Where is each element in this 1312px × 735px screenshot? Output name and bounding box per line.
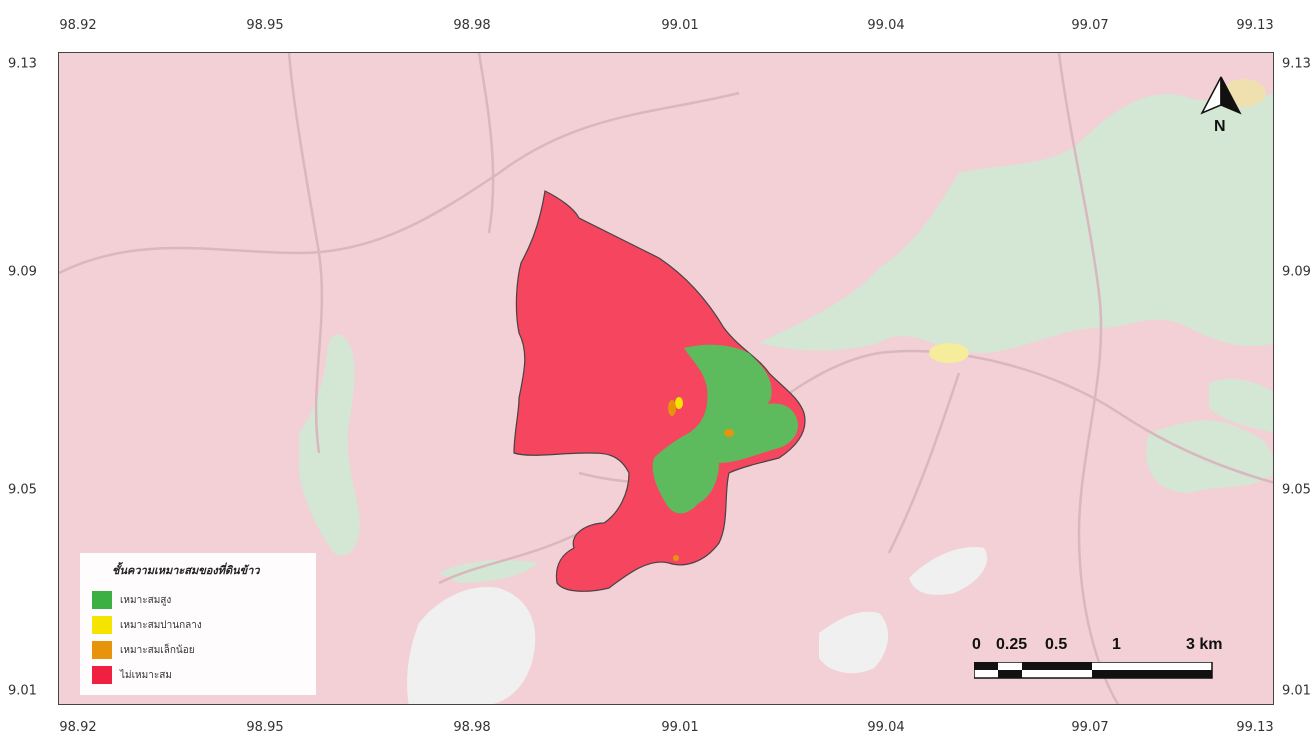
x-tick-bottom: 99.04	[867, 720, 905, 735]
y-tick-left: 9.01	[8, 683, 37, 699]
scale-label: 3 km	[1186, 636, 1223, 653]
x-tick-top: 99.13	[1236, 18, 1274, 33]
x-tick-top: 99.01	[661, 18, 699, 33]
x-tick-bottom: 98.98	[453, 720, 491, 735]
north-arrow-icon: N	[1200, 76, 1242, 135]
scale-bar: 0 0.25 0.5 1 3 km	[970, 636, 1230, 686]
scale-label: 1	[1112, 636, 1121, 653]
white-area-south	[407, 587, 536, 704]
legend-label: เหมาะสมเล็กน้อย	[120, 644, 195, 656]
y-tick-right: 9.09	[1282, 264, 1311, 280]
x-tick-top: 99.07	[1071, 18, 1109, 33]
white-area-southeast	[819, 611, 889, 674]
forest-area-northeast	[759, 93, 1273, 353]
x-tick-bottom: 98.92	[59, 720, 97, 735]
scale-label: 0.25	[996, 636, 1028, 653]
legend-item: เหมาะสมเล็กน้อย	[92, 641, 195, 659]
scale-bar-graphic	[974, 662, 1213, 679]
study-area-high-suitability	[652, 344, 799, 514]
legend-item: เหมาะสมปานกลาง	[92, 616, 202, 634]
legend-label: เหมาะสมปานกลาง	[120, 619, 202, 631]
study-area-marginal	[673, 555, 679, 561]
y-tick-right: 9.05	[1282, 482, 1311, 498]
legend-label: เหมาะสมสูง	[120, 594, 172, 606]
x-tick-top: 99.04	[867, 18, 905, 33]
scale-label: 0.5	[1045, 636, 1068, 653]
north-label: N	[1214, 118, 1226, 133]
forest-area-west	[299, 334, 360, 556]
x-tick-bottom: 99.07	[1071, 720, 1109, 735]
moderate-speck-basemap	[929, 343, 969, 363]
forest-area-east	[1146, 420, 1273, 493]
study-area-unsuitable	[513, 190, 806, 592]
x-tick-bottom: 98.95	[246, 720, 284, 735]
north-arrow: N	[1196, 73, 1246, 135]
y-tick-right: 9.01	[1282, 683, 1311, 699]
legend: ชั้นความเหมาะสมของที่ดินข้าว เหมาะสมสูง …	[80, 553, 316, 695]
y-tick-left: 9.05	[8, 482, 37, 498]
study-area-marginal	[668, 400, 676, 416]
forest-area-southwest	[439, 560, 539, 583]
y-tick-left: 9.13	[8, 56, 37, 72]
forest-area-east-small	[1209, 378, 1273, 433]
study-area-marginal	[724, 429, 734, 437]
legend-swatch-marginal	[92, 641, 112, 659]
legend-title: ชั้นความเหมาะสมของที่ดินข้าว	[112, 564, 260, 577]
legend-swatch-unsuitable	[92, 666, 112, 684]
study-area-moderate	[675, 397, 683, 409]
y-tick-right: 9.13	[1282, 56, 1311, 72]
x-tick-top: 98.92	[59, 18, 97, 33]
legend-label: ไม่เหมาะสม	[120, 669, 172, 681]
x-tick-top: 98.95	[246, 18, 284, 33]
legend-swatch-high	[92, 591, 112, 609]
x-tick-bottom: 99.01	[661, 720, 699, 735]
scale-label: 0	[972, 636, 981, 653]
legend-swatch-moderate	[92, 616, 112, 634]
white-area-southeast-2	[909, 547, 988, 595]
x-tick-top: 98.98	[453, 18, 491, 33]
y-tick-left: 9.09	[8, 264, 37, 280]
legend-item: เหมาะสมสูง	[92, 591, 171, 609]
x-tick-bottom: 99.13	[1236, 720, 1274, 735]
legend-item: ไม่เหมาะสม	[92, 666, 172, 684]
